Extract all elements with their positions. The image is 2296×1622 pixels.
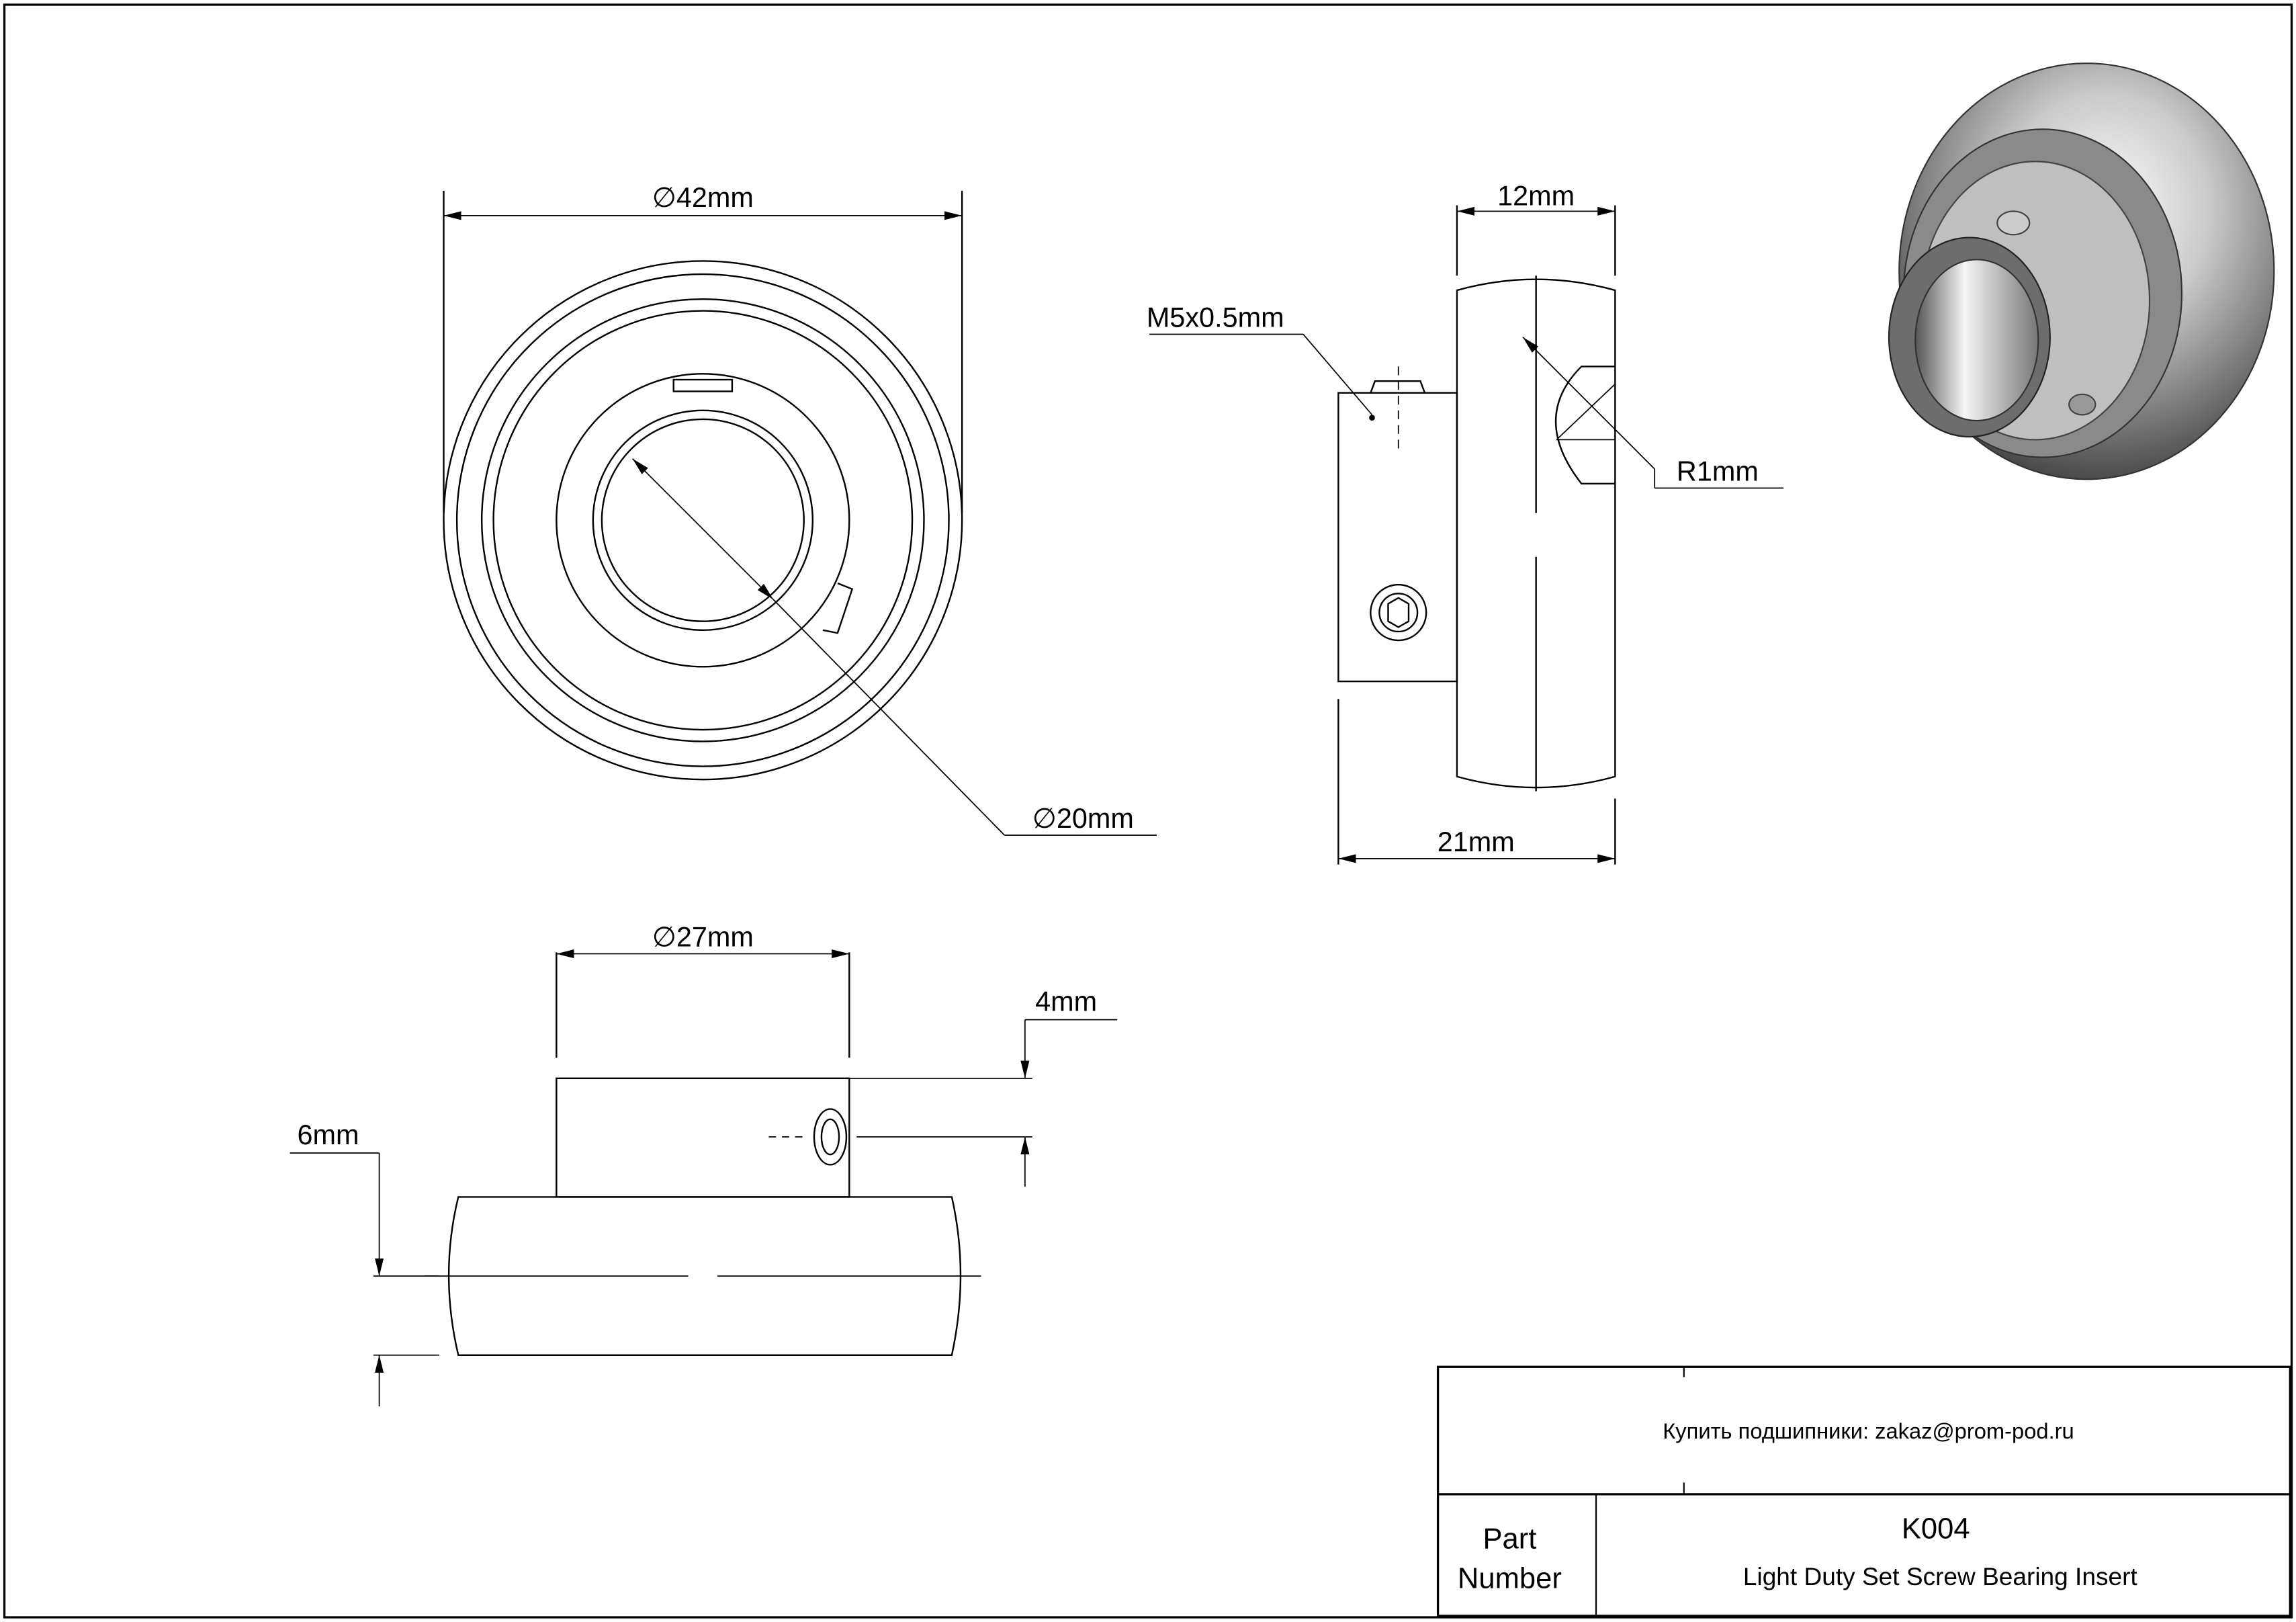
diameter-symbol: ∅ xyxy=(1032,803,1057,834)
dim-width-inner: 21mm xyxy=(1438,826,1515,857)
part-number: K004 xyxy=(1902,1512,1970,1545)
dim-bore-diameter: 20mm xyxy=(1057,803,1134,834)
part-label-line2: Number xyxy=(1458,1562,1562,1594)
svg-text:∅27mm: ∅27mm xyxy=(652,922,754,953)
top-view: ∅27mm 4mm 6mm xyxy=(290,922,1118,1407)
part-label-line1: Part xyxy=(1483,1523,1536,1555)
contact-text: Купить подшипники: zakaz@prom-pod.ru xyxy=(1663,1418,2074,1443)
part-description: Light Duty Set Screw Bearing Insert xyxy=(1743,1562,2138,1590)
diameter-symbol: ∅ xyxy=(652,182,676,213)
dim-collar-diameter: 27mm xyxy=(676,922,754,953)
title-block: Купить подшипники: zakaz@prom-pod.ru Par… xyxy=(1436,1365,2291,1617)
bearing-3d-render xyxy=(1888,62,2275,480)
dim-radius: R1mm xyxy=(1677,456,1759,486)
svg-text:∅42mm: ∅42mm xyxy=(652,182,754,213)
dim-screw-offset: 4mm xyxy=(1035,986,1097,1017)
dim-outer-diameter: 42mm xyxy=(676,182,754,213)
diameter-symbol: ∅ xyxy=(652,922,676,953)
side-view: R1mm M5x0.5mm 12mm 21mm xyxy=(1147,181,1784,865)
dim-width-outer: 12mm xyxy=(1497,181,1575,212)
sheet-border xyxy=(3,3,2293,1619)
dim-ring-offset: 6mm xyxy=(298,1119,359,1150)
front-view: ∅42mm ∅20mm xyxy=(443,182,1157,836)
dim-set-screw: M5x0.5mm xyxy=(1147,302,1284,333)
svg-text:∅20mm: ∅20mm xyxy=(1032,803,1134,834)
